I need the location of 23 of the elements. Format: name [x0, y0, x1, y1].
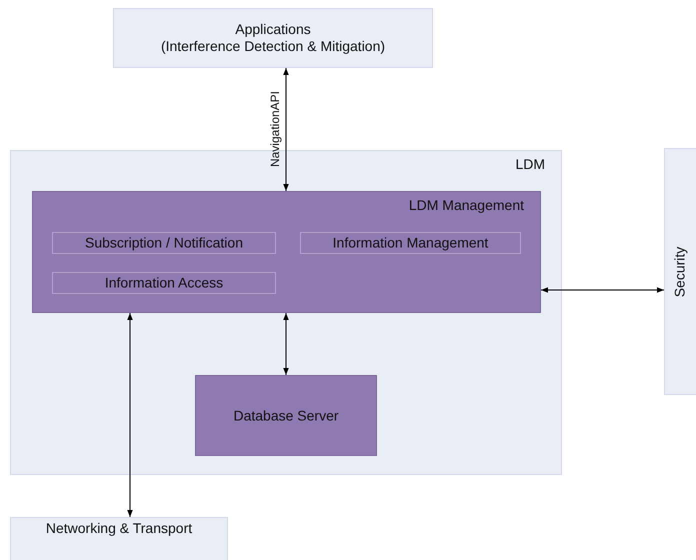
module-box	[52, 232, 276, 254]
layer-box	[664, 148, 696, 395]
node-label: (Interference Detection & Mitigation)	[160, 38, 386, 55]
module-box	[300, 232, 521, 254]
double-arrow	[283, 68, 289, 192]
component-box	[195, 375, 377, 456]
node-label: LDM	[515, 156, 545, 173]
node-label: Networking & Transport	[44, 520, 194, 537]
layer-box	[10, 517, 228, 560]
double-arrow	[540, 287, 664, 293]
double-arrow	[127, 312, 133, 518]
component-box	[32, 191, 541, 313]
node-label: Information Management	[332, 234, 490, 252]
layer-box	[113, 8, 433, 68]
module-box	[52, 272, 276, 294]
node-label: Subscription / Notification	[84, 234, 244, 252]
node-label: Security	[672, 246, 688, 297]
edge-label: NavigationAPI	[268, 89, 282, 169]
node-label: Applications	[234, 21, 312, 38]
double-arrow	[283, 312, 289, 376]
node-label: Database Server	[232, 407, 340, 424]
node-label: LDM Management	[408, 197, 524, 214]
node-label: Information Access	[104, 274, 224, 292]
